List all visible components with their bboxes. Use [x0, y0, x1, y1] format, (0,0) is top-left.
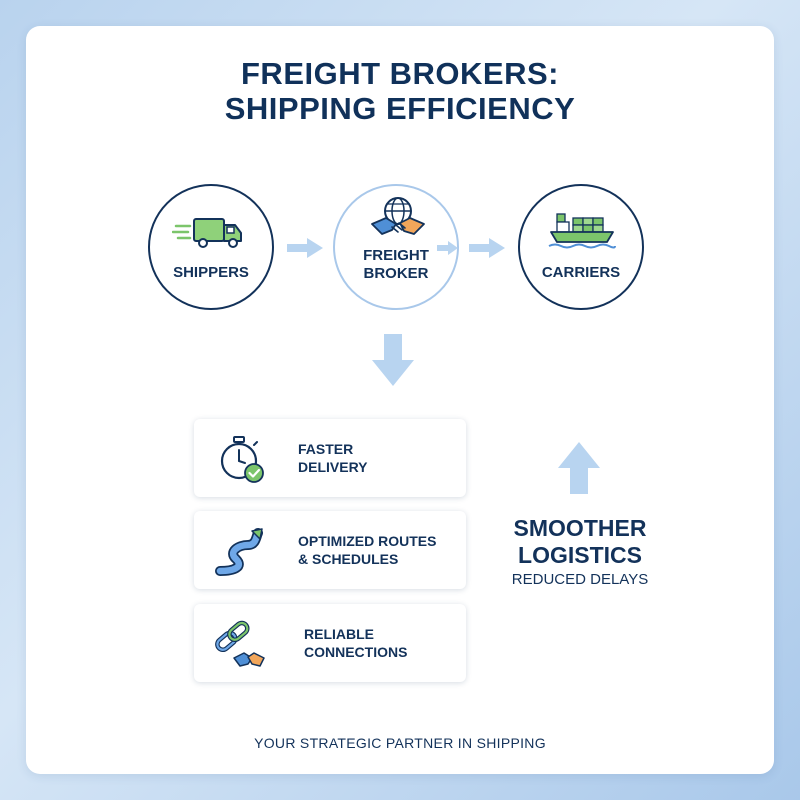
- arrow-down-icon: [372, 334, 414, 386]
- outcome-line1: SMOOTHER: [513, 515, 647, 541]
- benefit-text: RELIABLE CONNECTIONS: [304, 604, 464, 682]
- benefit-line2: & SCHEDULES: [298, 551, 399, 567]
- stopwatch-check-icon: [220, 436, 264, 483]
- page-title-line2: SHIPPING EFFICIENCY: [224, 91, 576, 126]
- outcome-line2: LOGISTICS: [518, 542, 642, 568]
- chain-handshake-icon: [215, 620, 265, 667]
- footer-tagline: YOUR STRATEGIC PARTNER IN SHIPPING: [254, 735, 546, 751]
- benefit-line1: FASTER: [298, 441, 354, 457]
- page-title-line1: FREIGHT BROKERS:: [241, 56, 559, 91]
- arrow-right-icon: [469, 238, 505, 258]
- cargo-ship-icon: [548, 213, 616, 249]
- benefit-text: OPTIMIZED ROUTES & SCHEDULES: [298, 511, 458, 589]
- arrow-right-icon: [287, 238, 323, 258]
- winding-route-icon: [215, 528, 263, 576]
- benefit-line2: CONNECTIONS: [304, 644, 408, 660]
- benefit-line1: RELIABLE: [304, 626, 374, 642]
- benefit-card-optimized-routes: OPTIMIZED ROUTES & SCHEDULES: [194, 511, 466, 589]
- benefit-card-reliable-connections: RELIABLE CONNECTIONS: [194, 604, 466, 682]
- carriers-label: CARRIERS: [541, 264, 621, 281]
- shippers-node: SHIPPERS: [148, 184, 274, 310]
- benefit-card-faster-delivery: FASTER DELIVERY: [194, 419, 466, 497]
- shippers-label: SHIPPERS: [173, 264, 249, 281]
- arrow-up-icon: [558, 442, 600, 494]
- freight-broker-label-line1: FREIGHT: [363, 247, 429, 264]
- outcome-subtitle: REDUCED DELAYS: [511, 571, 649, 588]
- truck-icon: [172, 218, 242, 248]
- globe-handshake-icon: [371, 197, 425, 235]
- carriers-node: CARRIERS: [518, 184, 644, 310]
- benefit-line1: OPTIMIZED ROUTES: [298, 533, 437, 549]
- benefit-line2: DELIVERY: [298, 459, 368, 475]
- freight-broker-label-line2: BROKER: [363, 265, 429, 282]
- arrow-right-small-icon: [437, 241, 458, 255]
- benefit-text: FASTER DELIVERY: [298, 419, 458, 497]
